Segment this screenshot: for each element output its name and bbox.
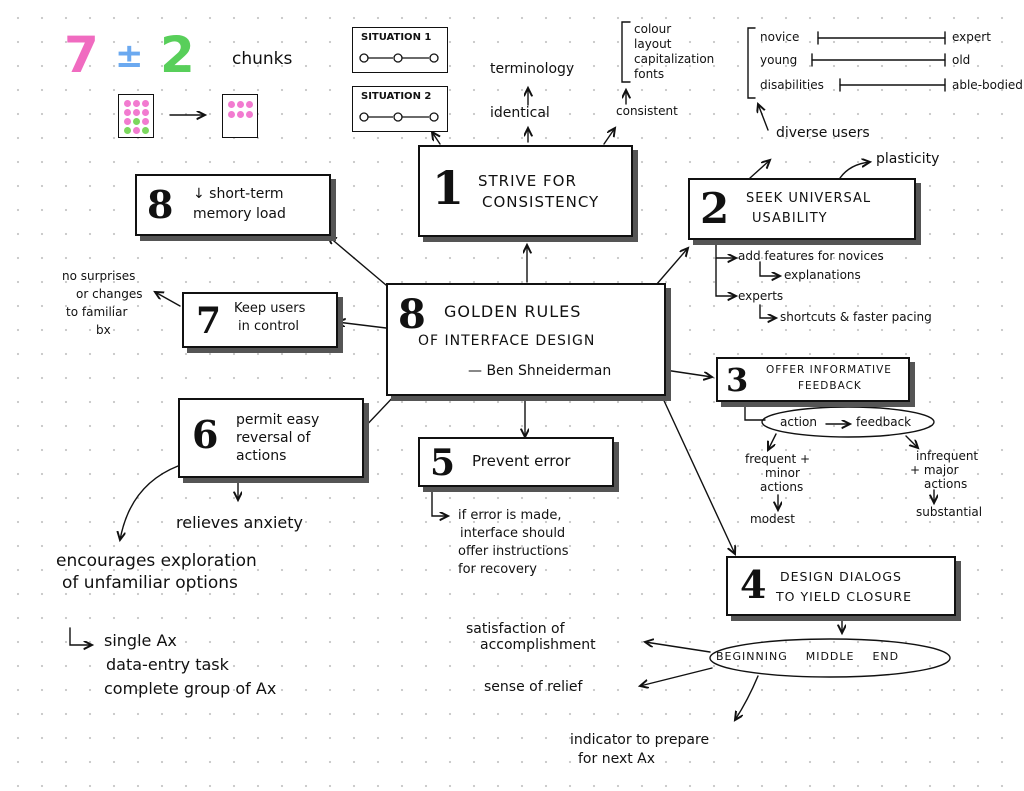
rule-6-line-2: reversal of: [236, 430, 311, 446]
rule-1-line-2: CONSISTENCY: [482, 193, 600, 211]
rule-5-text-4: for recovery: [458, 562, 537, 577]
reversal-list-2: data-entry task: [106, 655, 229, 674]
rule-2-box: 2 SEEK UNIVERSAL USABILITY: [688, 178, 916, 240]
feedback-label: feedback: [856, 415, 912, 429]
rule-3-line-2: FEEDBACK: [798, 380, 862, 392]
situation-1-label: SITUATION 1: [361, 32, 432, 43]
center-title-box: 8 GOLDEN RULES of INTERFACE DESIGN — Ben…: [386, 283, 666, 396]
rule-7-line-2: in control: [238, 319, 300, 334]
action-label: action: [780, 415, 817, 429]
rule-5-title: Prevent error: [472, 452, 571, 470]
frequent-minor-2: minor: [765, 466, 800, 480]
consistency-item-fonts: fonts: [634, 67, 665, 81]
rule-7-note-2: or changes: [76, 287, 143, 301]
consistency-item-layout: layout: [634, 37, 672, 51]
rule-6-number: 6: [192, 412, 219, 457]
reversal-list-3: complete group of Ax: [104, 679, 277, 698]
rule-2-line-1: SEEK UNIVERSAL: [746, 191, 872, 206]
infrequent-major-3: actions: [924, 477, 968, 491]
center-author: — Ben Shneiderman: [468, 363, 612, 379]
relief-note: sense of relief: [484, 679, 583, 695]
rule-4-number: 4: [740, 562, 767, 607]
users-right-able-bodied: able-bodied: [952, 78, 1023, 92]
situation-2-box: SITUATION 2: [352, 86, 448, 132]
substantial-note: substantial: [916, 505, 983, 519]
identical-note: identical: [490, 105, 550, 121]
consistent-note: consistent: [616, 104, 678, 118]
indicator-note-1: indicator to prepare: [570, 732, 710, 748]
rule-8-line-2: memory load: [193, 206, 286, 222]
rule-8-number: 8: [147, 182, 174, 227]
modest-note: modest: [750, 512, 795, 526]
infrequent-major-1: infrequent: [916, 449, 979, 463]
consistency-item-capitalization: capitalization: [634, 52, 715, 66]
memory-card-after: [222, 94, 258, 138]
consistency-item-colour: colour: [634, 22, 672, 36]
rule-1-number: 1: [432, 161, 465, 215]
rule-8-box: 8 ↓ short-term memory load: [135, 174, 331, 236]
chunks-label: chunks: [232, 49, 293, 69]
diverse-users-note: diverse users: [776, 125, 870, 141]
rule-3-line-1: OFFER INFORMATIVE: [766, 364, 892, 376]
rule-5-text-2: interface should: [460, 526, 566, 541]
indicator-note-2: for next Ax: [578, 751, 656, 767]
rule-5-number: 5: [430, 442, 456, 484]
rule-1-box: 1 STRIVE FOR CONSISTENCY: [418, 145, 633, 237]
rule-8-line-1: ↓ short-term: [193, 186, 284, 202]
rule-2-line-2: USABILITY: [752, 211, 828, 226]
infrequent-major-2: + major: [910, 463, 959, 477]
rule-7-line-1: Keep users: [234, 301, 306, 316]
satisfaction-note-2: accomplishment: [480, 637, 596, 653]
rule-5-text-1: if error is made,: [458, 508, 562, 523]
rule-7-note-3: to familiar: [66, 305, 128, 319]
explanations-note: explanations: [784, 268, 861, 282]
frequent-minor-1: frequent +: [745, 452, 811, 466]
rule-5-box: 5 Prevent error: [418, 437, 614, 487]
relieves-anxiety-note: relieves anxiety: [176, 513, 303, 532]
situation-2-flow: [359, 112, 439, 122]
rule-6-line-3: actions: [236, 448, 287, 464]
rule-6-box: 6 permit easy reversal of actions: [178, 398, 364, 478]
shortcuts-note: shortcuts & faster pacing: [780, 310, 932, 324]
plasticity-note: plasticity: [876, 151, 940, 167]
users-left-young: young: [760, 53, 798, 67]
rule-4-line-1: DESIGN DIALOGS: [780, 569, 902, 584]
add-features-note: add features for novices: [738, 249, 884, 263]
situation-2-label: SITUATION 2: [361, 91, 432, 102]
rule-6-line-1: permit easy: [236, 412, 320, 428]
center-line-1: GOLDEN RULES: [444, 302, 582, 321]
rule-7-note-1: no surprises: [62, 269, 136, 283]
situation-1-flow: [359, 53, 439, 63]
two-digit: 2: [160, 26, 195, 84]
center-line-2: of INTERFACE DESIGN: [418, 333, 596, 349]
rule-5-text-3: offer instructions: [458, 544, 569, 559]
rule-7-number: 7: [196, 300, 222, 342]
terminology-note: terminology: [490, 61, 575, 77]
rule-7-box: 7 Keep users in control: [182, 292, 338, 348]
users-right-expert: expert: [952, 30, 991, 44]
plus-minus-sign: ±: [115, 36, 144, 76]
rule-7-note-4: bx: [96, 323, 111, 337]
rule-1-line-1: STRIVE FOR: [478, 172, 577, 190]
users-left-novice: novice: [760, 30, 800, 44]
encourages-note-2: of unfamiliar options: [62, 573, 238, 593]
reversal-list-1: single Ax: [104, 631, 177, 650]
encourages-note-1: encourages exploration: [56, 551, 257, 571]
experts-note: experts: [738, 289, 784, 303]
rule-4-line-2: TO YIELD CLOSURE: [776, 589, 912, 604]
rule-3-number: 3: [726, 361, 749, 399]
rule-2-number: 2: [700, 184, 730, 233]
frequent-minor-3: actions: [760, 480, 804, 494]
dialog-stages-label: BEGINNING MIDDLE END: [716, 650, 900, 663]
users-left-disabilities: disabilities: [760, 78, 824, 92]
satisfaction-note-1: satisfaction of: [466, 621, 565, 637]
memory-card-before: [118, 94, 154, 138]
rule-4-box: 4 DESIGN DIALOGS TO YIELD CLOSURE: [726, 556, 956, 616]
rule-3-box: 3 OFFER INFORMATIVE FEEDBACK: [716, 357, 910, 402]
situation-1-box: SITUATION 1: [352, 27, 448, 73]
center-number: 8: [398, 291, 426, 338]
users-right-old: old: [952, 53, 971, 67]
seven-digit: 7: [64, 26, 99, 84]
